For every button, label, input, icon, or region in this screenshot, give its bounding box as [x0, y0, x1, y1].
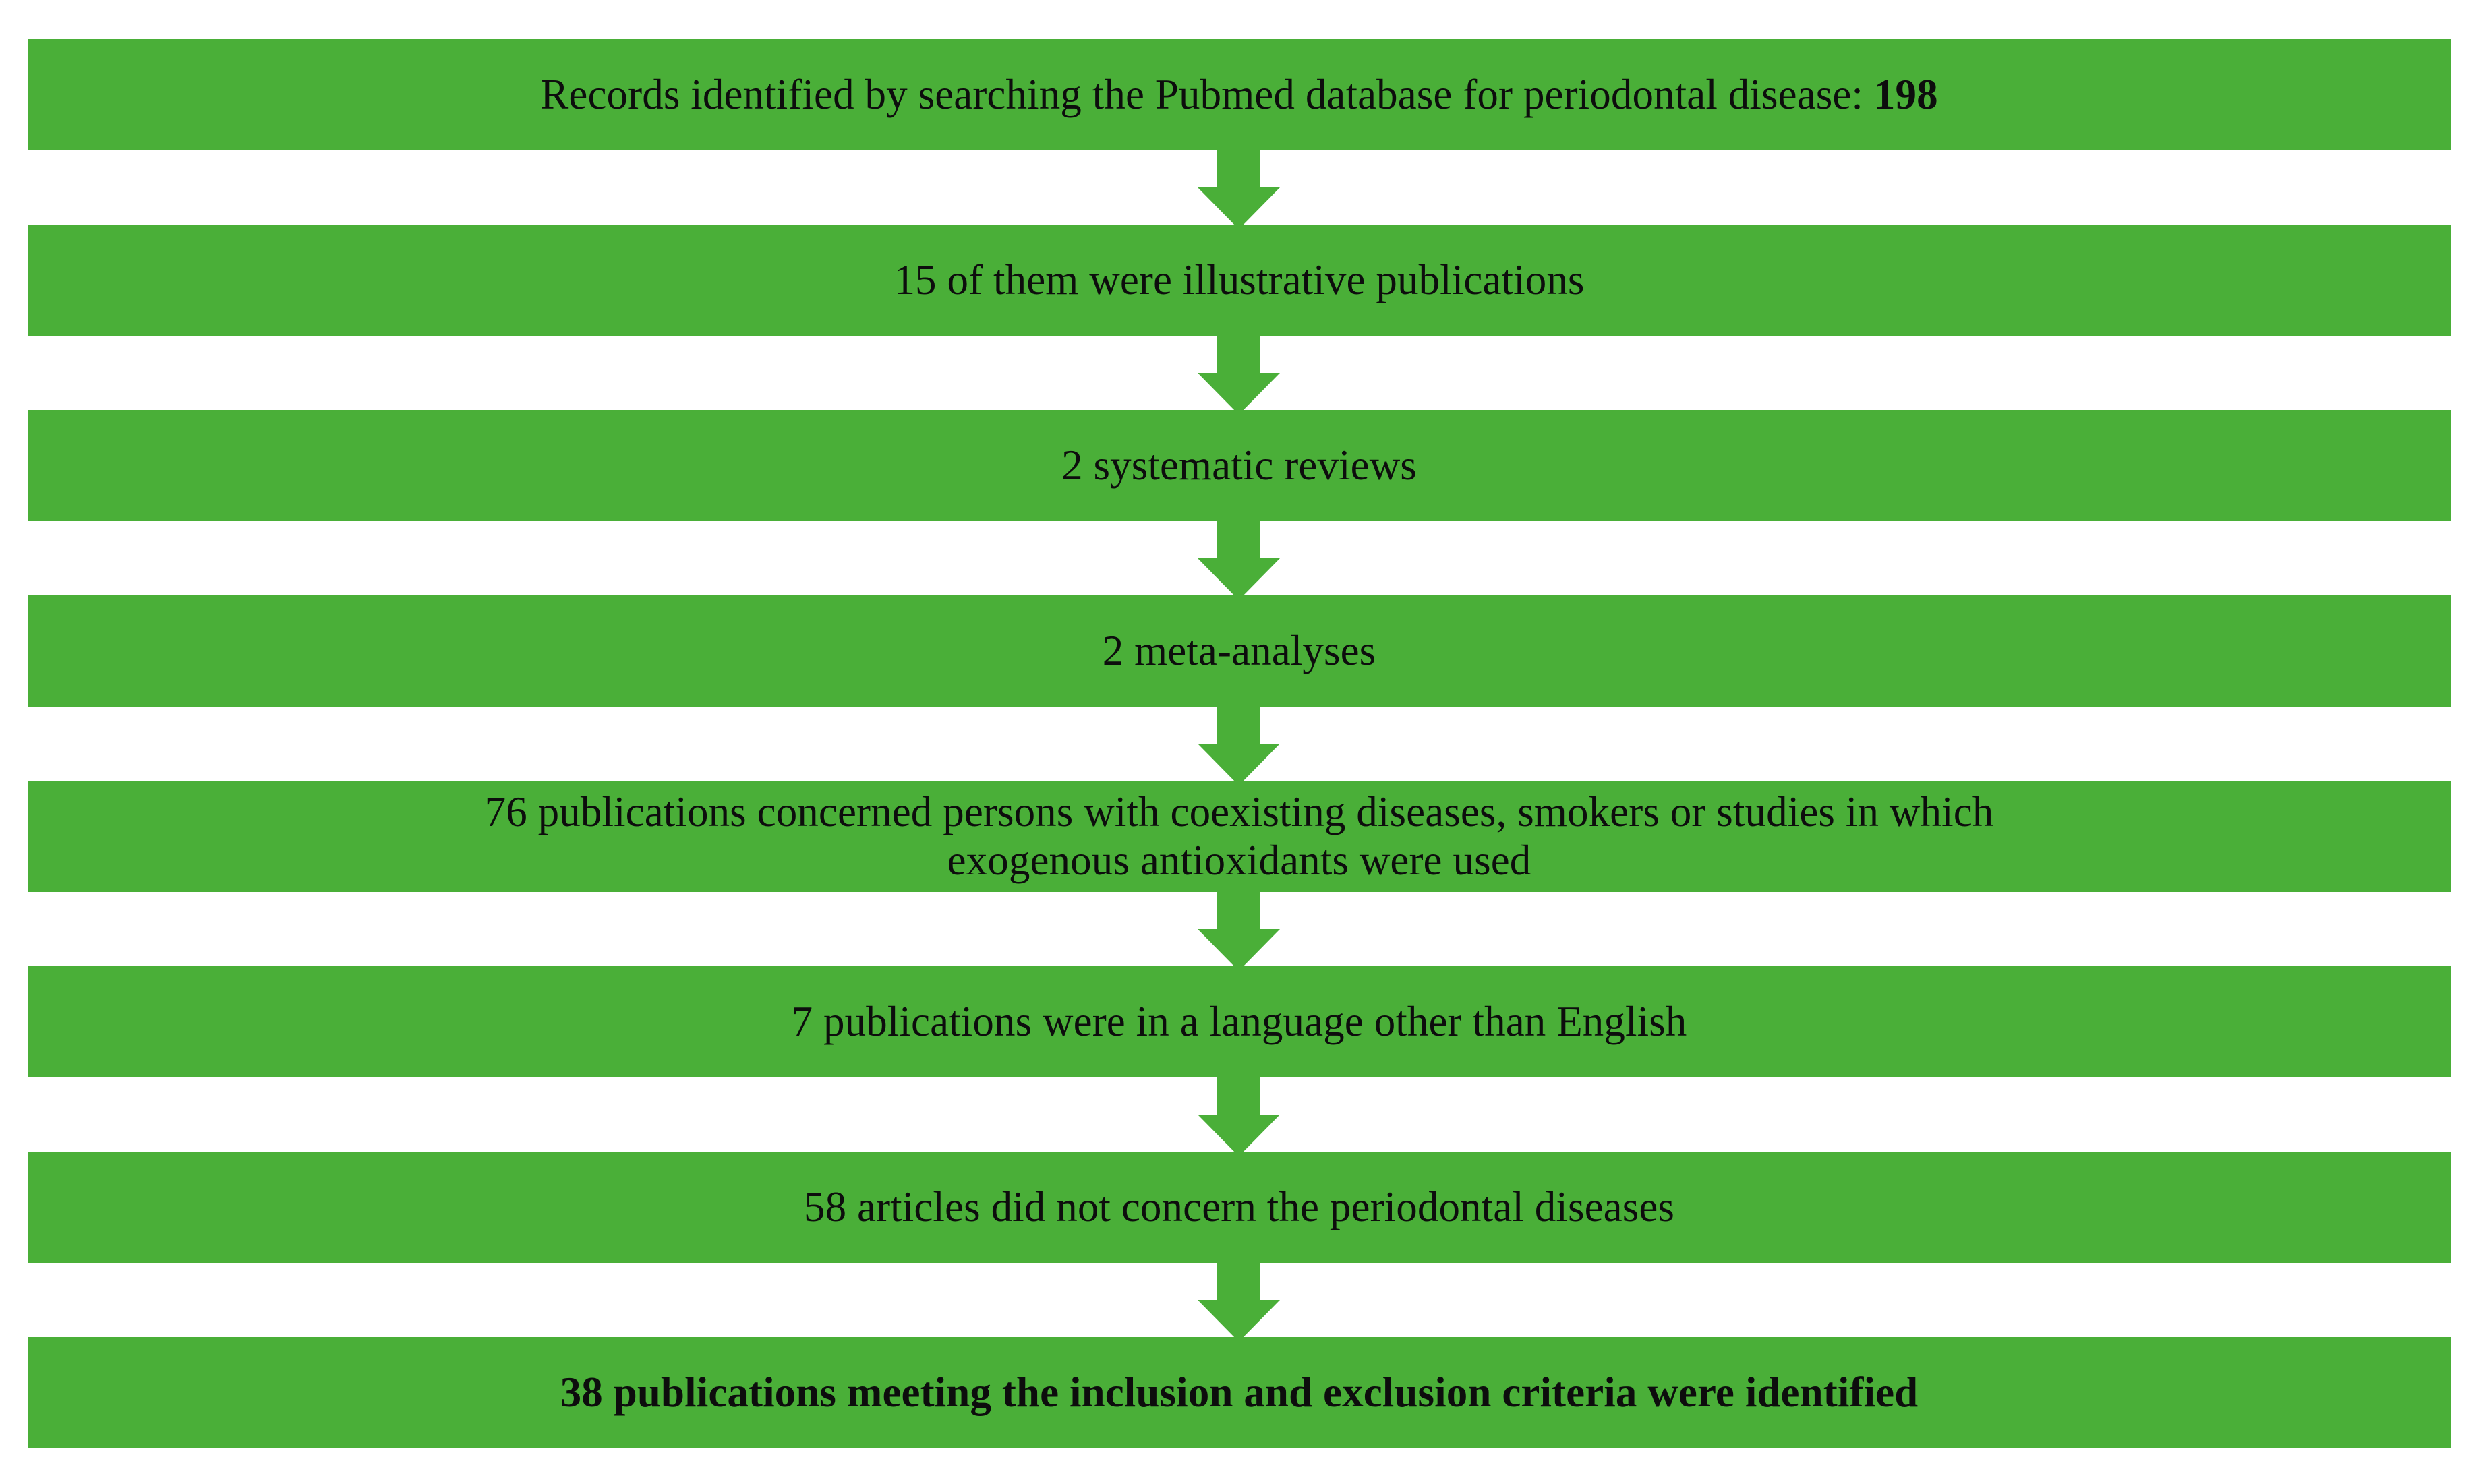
flow-step-meta-analyses[interactable]: 2 meta-analyses: [28, 595, 2451, 707]
arrow-head: [1198, 558, 1280, 600]
flow-step-non-english-language[interactable]: 7 publications were in a language other …: [28, 966, 2451, 1077]
arrow-shaft: [1217, 150, 1260, 187]
arrow-head: [1198, 1300, 1280, 1342]
arrow-6-to-7: [1198, 1077, 1280, 1156]
arrow-5-to-6: [1198, 892, 1280, 971]
arrow-head: [1198, 187, 1280, 229]
flow-step-records-identified[interactable]: Records identified by searching the Pubm…: [28, 39, 2451, 150]
arrow-shaft: [1217, 707, 1260, 744]
arrow-shaft: [1217, 336, 1260, 373]
arrow-head: [1198, 744, 1280, 785]
arrow-shaft: [1217, 1263, 1260, 1300]
arrow-head: [1198, 1115, 1280, 1156]
arrow-2-to-3: [1198, 336, 1280, 415]
arrow-4-to-5: [1198, 707, 1280, 785]
flow-step-label: 7 publications were in a language other …: [791, 998, 1687, 1046]
flow-step-systematic-reviews[interactable]: 2 systematic reviews: [28, 410, 2451, 521]
flow-step-count: 198: [1873, 71, 1938, 119]
arrow-head: [1198, 929, 1280, 971]
flow-step-label: Records identified by searching the Pubm…: [540, 71, 1938, 119]
arrow-head: [1198, 373, 1280, 415]
flow-step-illustrative-publications[interactable]: 15 of them were illustrative publication…: [28, 225, 2451, 336]
flow-step-label: 38 publications meeting the inclusion an…: [560, 1369, 1919, 1417]
arrow-shaft: [1217, 521, 1260, 558]
flow-step-label: 58 articles did not concern the periodon…: [803, 1183, 1675, 1231]
flow-step-not-periodontal-disease[interactable]: 58 articles did not concern the periodon…: [28, 1152, 2451, 1263]
arrow-3-to-4: [1198, 521, 1280, 600]
flow-step-label: 76 publications concerned persons with c…: [484, 788, 1994, 884]
flow-step-included-publications[interactable]: 38 publications meeting the inclusion an…: [28, 1337, 2451, 1448]
arrow-shaft: [1217, 1077, 1260, 1115]
flow-step-label: 15 of them were illustrative publication…: [894, 256, 1585, 304]
flow-step-label: 2 meta-analyses: [1102, 627, 1376, 675]
flow-step-label: 2 systematic reviews: [1061, 442, 1417, 489]
flow-step-coexisting-diseases-smokers-antioxidants[interactable]: 76 publications concerned persons with c…: [28, 781, 2451, 892]
arrow-7-to-8: [1198, 1263, 1280, 1342]
arrow-1-to-2: [1198, 150, 1280, 229]
arrow-shaft: [1217, 892, 1260, 929]
